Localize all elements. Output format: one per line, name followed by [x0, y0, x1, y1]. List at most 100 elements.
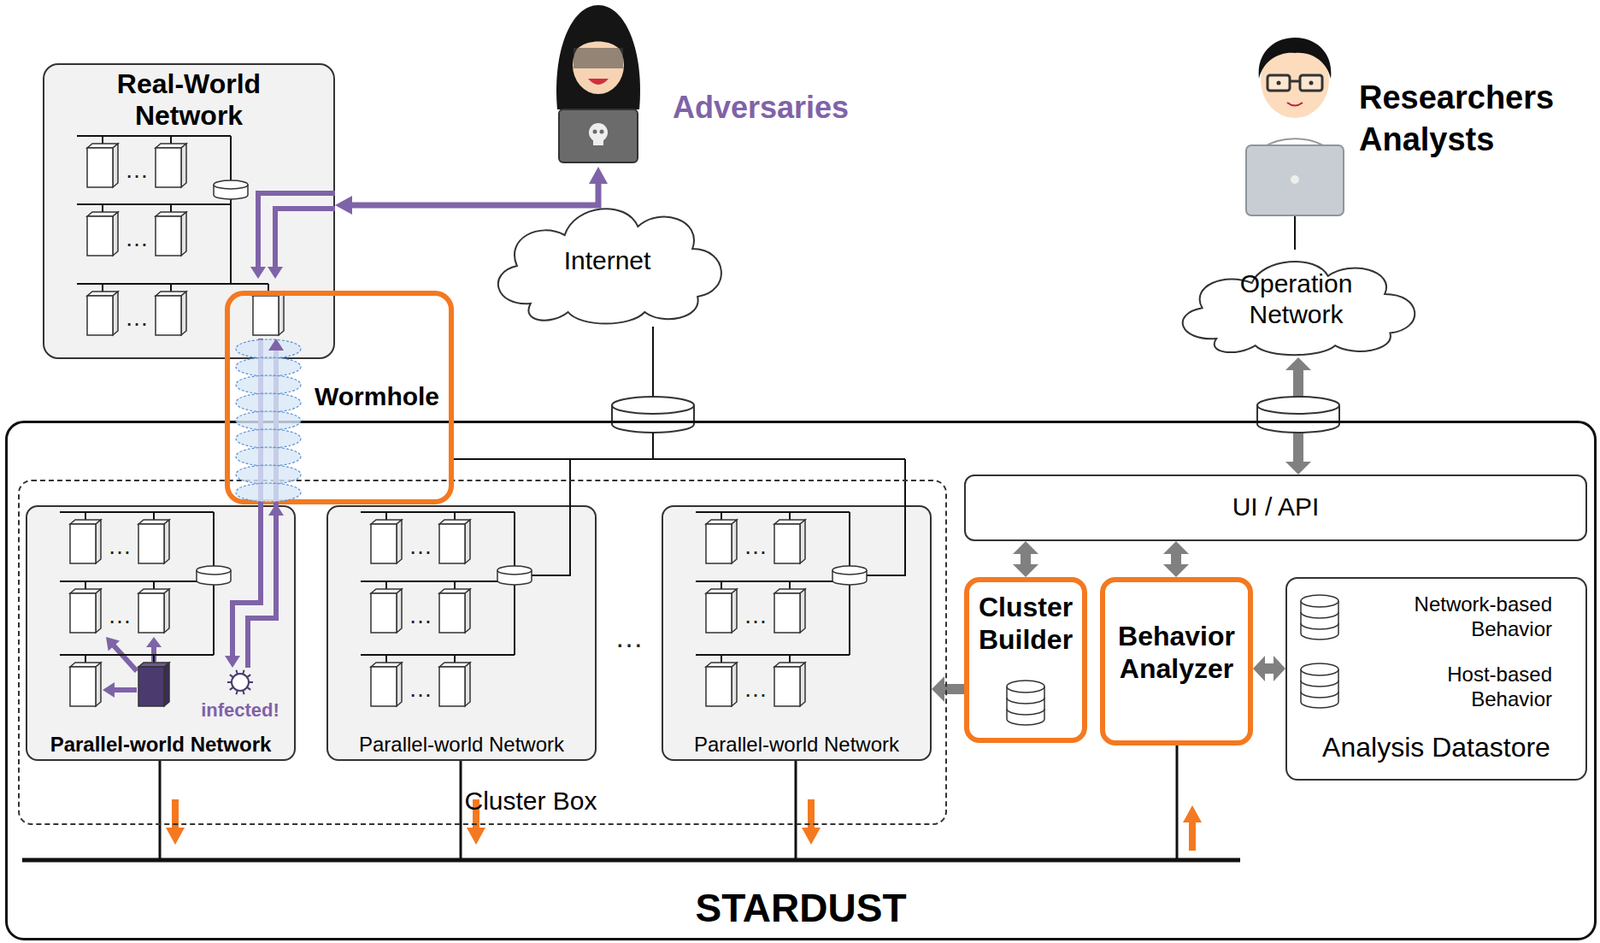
network-wire: [720, 581, 723, 589]
wormhole-ring: [235, 375, 301, 395]
arrow-head: [1012, 541, 1039, 554]
node-label: STARDUST: [7, 884, 1595, 932]
network-wire: [76, 135, 231, 137]
arrow-head: [102, 682, 115, 698]
drawing-part: [611, 396, 695, 414]
api-box: UI / API: [964, 474, 1588, 542]
cloud-outline: [1182, 261, 1416, 355]
drawing-part: [731, 662, 737, 706]
drawing-part: [1276, 81, 1282, 86]
text-frame: Internet: [479, 245, 736, 277]
drawing-part: [569, 458, 571, 506]
drawing-part: [1006, 697, 1045, 704]
node-label: Analysis Datastore: [1287, 730, 1586, 764]
drawing-part: [396, 662, 402, 706]
drawing-part: [138, 593, 165, 633]
component-box: Cluster Builder: [964, 576, 1088, 743]
drawing-part: [95, 519, 101, 564]
drawing-part: [1300, 594, 1339, 607]
drawing-part: [652, 432, 654, 459]
text-frame: Adversaries: [649, 88, 872, 126]
network-wire: [84, 511, 87, 520]
drawing-part: [87, 295, 113, 336]
drawing-part: [439, 593, 465, 633]
node-label: Parallel-world Network: [663, 732, 930, 758]
wormhole-ring: [235, 411, 301, 430]
server-icon: [155, 291, 187, 336]
connector-group: [1294, 215, 1296, 250]
arrow-head: [146, 636, 162, 648]
node-label: Wormhole: [308, 381, 446, 412]
drawing-part: [278, 291, 284, 336]
arrow-head: [335, 195, 353, 215]
drawing-part: [70, 523, 96, 564]
connector-group: [1163, 541, 1189, 577]
network-wire: [360, 580, 515, 583]
connector: [1264, 663, 1275, 674]
network-wire: [84, 581, 87, 589]
connector: [1294, 215, 1296, 250]
database-icon: [1300, 594, 1339, 640]
text-frame: Behavior Analyzer: [1105, 619, 1248, 686]
arrow-head: [224, 655, 241, 668]
network-wire: [170, 283, 172, 292]
drawing-part: [774, 523, 800, 564]
drawing-part: [593, 129, 598, 135]
datastore-box: Network-based BehaviorHost-based Behavio…: [1285, 576, 1588, 781]
network-wire: [76, 203, 231, 206]
ellipsis-mark: …: [743, 601, 768, 630]
arrow-head: [268, 338, 284, 351]
network-wire: [788, 581, 791, 589]
drawing-part: [1289, 80, 1300, 83]
server-icon: [370, 588, 402, 633]
server-icon: [774, 519, 806, 564]
network-wire: [152, 511, 155, 520]
database-icon: [1300, 663, 1339, 708]
drawing-part: [138, 666, 165, 706]
drawing-part: [800, 662, 806, 706]
server-icon: [87, 143, 118, 188]
text-frame: Parallel-world Network: [27, 732, 295, 758]
researcher-figure: [1246, 37, 1344, 216]
drawing-part: [112, 143, 118, 188]
server-icon: [155, 211, 187, 256]
node-label: Behavior Analyzer: [1105, 619, 1248, 686]
network-wire: [720, 511, 723, 520]
drawing-part: [22, 858, 1241, 863]
ellipsis-mark: …: [124, 156, 149, 184]
drawing-part: [155, 295, 182, 336]
actor: Researchers Analysts: [1235, 17, 1595, 216]
server-icon: [705, 519, 737, 564]
ellipsis-mark: …: [124, 304, 149, 332]
arrow-head: [1163, 541, 1189, 554]
drawing-part: [396, 588, 402, 633]
network-wire: [385, 654, 388, 663]
drawing-part: [87, 147, 113, 188]
network-wire: [720, 654, 723, 663]
text-frame: Researchers Analysts: [1358, 76, 1582, 162]
wormhole-ring: [235, 429, 301, 448]
adversary-figure: [556, 5, 641, 163]
drawing-part: [158, 760, 162, 860]
server-icon: [70, 662, 101, 706]
ellipsis-mark: …: [408, 532, 433, 560]
drawing-part: [556, 5, 641, 110]
network-wire: [788, 654, 791, 663]
drawing-part: [1300, 611, 1339, 618]
router-symbol: [196, 565, 231, 585]
drawing-part: [800, 588, 806, 633]
server-icon: [705, 662, 737, 706]
network-wire: [152, 581, 155, 589]
connector-line: [232, 503, 261, 657]
drawing-part: [731, 519, 737, 564]
drawing-part: [95, 662, 101, 706]
network-illustration: [27, 506, 295, 759]
drawing-part: [138, 523, 165, 564]
network-wire: [385, 511, 388, 520]
network-wire: [76, 282, 269, 285]
arrow-head: [250, 266, 266, 279]
drawing-part: [453, 458, 906, 460]
drawing-part: [112, 291, 118, 336]
network-illustration: [328, 506, 595, 759]
drawing-part: [1182, 805, 1202, 851]
